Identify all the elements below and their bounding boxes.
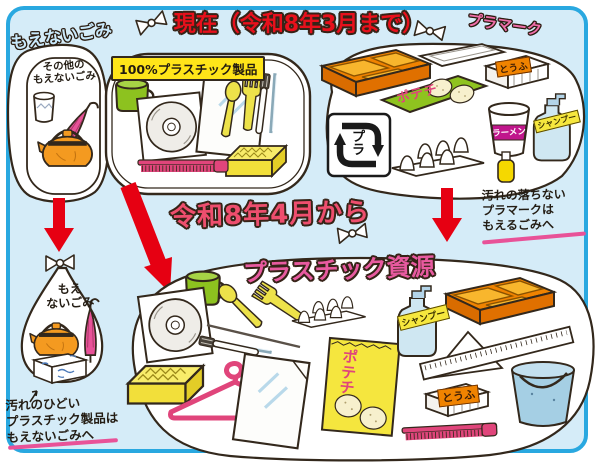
april-title: 令和8年4月から — [169, 197, 371, 233]
plamark-group — [321, 42, 586, 200]
plamark-dirty-line1: 汚れの落ちない — [481, 187, 566, 203]
arrow-down-left-icon — [44, 198, 74, 252]
bucket-icon — [510, 360, 576, 428]
plamark-dirty-note: 汚れの落ちない プラマークは もえるごみへ — [482, 187, 567, 233]
plastic-dirty-note: 汚れのひどい プラスチック製品は もえないごみへ — [5, 394, 119, 446]
resource-group — [126, 256, 595, 462]
pointer-arrow-icon — [29, 390, 38, 403]
chips-bag-icon — [320, 336, 401, 437]
resource-title: プラスチック資源 — [242, 252, 436, 288]
plamark-dirty-line3: もえるごみへ — [482, 217, 555, 233]
pla-symbol-text: プラ — [351, 130, 365, 158]
other-nonburnable-label: その他の もえないごみ — [27, 58, 100, 87]
current-period-title: 現在（令和8年3月まで） — [173, 12, 425, 37]
plamark-dirty-line2: プラマークは — [481, 202, 555, 218]
bag-label: もえ ないごみ — [40, 282, 101, 311]
arrow-big-middle-icon — [120, 182, 172, 293]
sponge-icon — [225, 145, 287, 177]
nonburnable-group — [6, 43, 110, 203]
stick-icon — [206, 323, 301, 349]
sponge-icon — [126, 364, 205, 405]
ramen-label: ラーメン — [491, 126, 527, 140]
plastic100-label: 100%プラスチック製品 — [111, 56, 266, 81]
bag-group — [20, 254, 104, 403]
bag-label-line2: ないごみ — [45, 294, 95, 311]
comb-icon — [138, 160, 228, 172]
cd-case-icon — [137, 286, 214, 364]
glass-icon — [33, 91, 55, 123]
clear-file-icon — [231, 352, 312, 450]
